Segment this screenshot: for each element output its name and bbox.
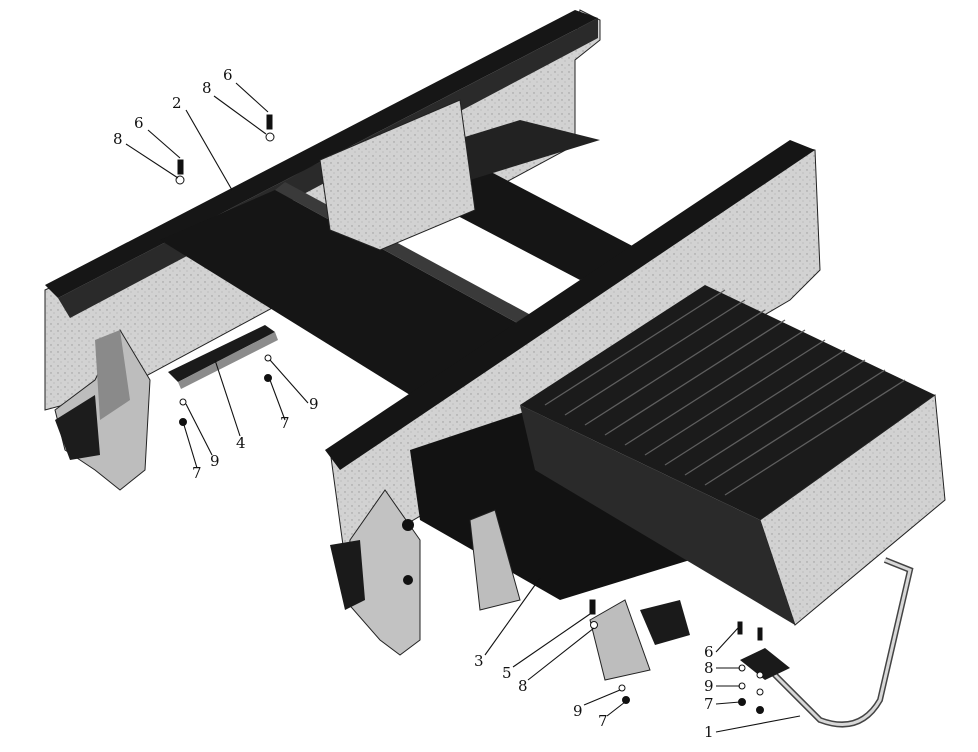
right-spring-bracket (330, 489, 421, 656)
retaining-strap (740, 557, 914, 728)
callout-4: 4 (236, 434, 246, 452)
callout-9: 9 (309, 395, 319, 413)
callout-6: 6 (134, 114, 144, 132)
nut-icon (622, 696, 630, 704)
callout-6: 6 (223, 66, 233, 84)
rear-web-plate (319, 99, 476, 251)
callout-7: 7 (192, 464, 202, 482)
callout-2: 2 (172, 94, 182, 112)
channel-strip-4 (168, 325, 278, 389)
nut-icon (264, 374, 272, 382)
washer-icon (179, 398, 187, 406)
bolt-icon (266, 114, 273, 130)
callout-8: 8 (518, 677, 528, 695)
callout-7: 7 (280, 414, 290, 432)
left-spring-bracket (54, 328, 151, 491)
leader-lines (125, 82, 801, 733)
callout-5: 5 (502, 664, 512, 682)
callout-6: 6 (704, 643, 714, 661)
callout-9: 9 (704, 677, 714, 695)
washer-icon (265, 132, 275, 142)
callout-8: 8 (113, 130, 123, 148)
callout-9: 9 (573, 702, 583, 720)
nut-icon (179, 418, 187, 426)
nut-icon (756, 706, 764, 714)
fasteners (175, 114, 764, 714)
washer-icon (264, 354, 272, 362)
bolt-icon (757, 627, 763, 641)
bolt-icon (177, 159, 184, 175)
callout-labels: 6 8 2 6 8 9 7 4 9 7 3 5 8 9 7 6 8 9 7 1 (113, 66, 714, 741)
callout-8: 8 (202, 79, 212, 97)
battery-box (520, 285, 946, 626)
washer-icon (590, 621, 598, 629)
callout-1: 1 (704, 723, 714, 741)
washer-icon (618, 684, 626, 692)
callout-7: 7 (598, 712, 608, 730)
bolt-icon (589, 599, 596, 615)
bolt-icon (737, 621, 743, 635)
battery-cover-ribs (544, 289, 906, 496)
callout-8: 8 (704, 659, 714, 677)
battery-support-bracket (410, 410, 700, 681)
callout-7: 7 (704, 695, 714, 713)
washer-icon (756, 688, 764, 696)
washer-icon (756, 671, 764, 679)
callout-3: 3 (474, 652, 484, 670)
callout-9: 9 (210, 452, 220, 470)
